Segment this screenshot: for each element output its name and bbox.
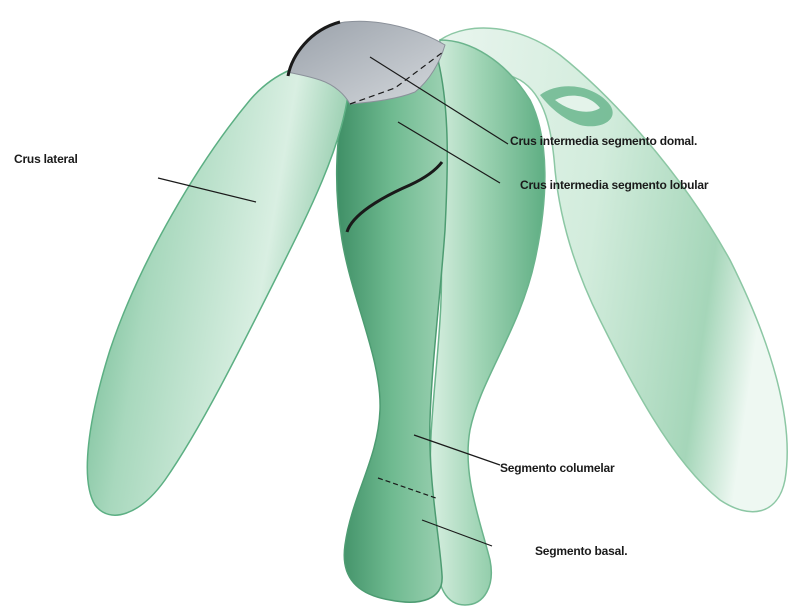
label-segmento-basal: Segmento basal.: [535, 544, 627, 558]
label-crus-intermedia-domal: Crus intermedia segmento domal.: [510, 134, 697, 148]
left-medial-crus: [337, 59, 448, 602]
label-crus-lateral: Crus lateral: [14, 152, 78, 166]
left-lateral-crus: [87, 62, 348, 515]
label-segmento-columelar: Segmento columelar: [500, 461, 614, 475]
label-crus-intermedia-lobular: Crus intermedia segmento lobular: [520, 178, 708, 192]
right-medial-crus: [430, 40, 545, 605]
